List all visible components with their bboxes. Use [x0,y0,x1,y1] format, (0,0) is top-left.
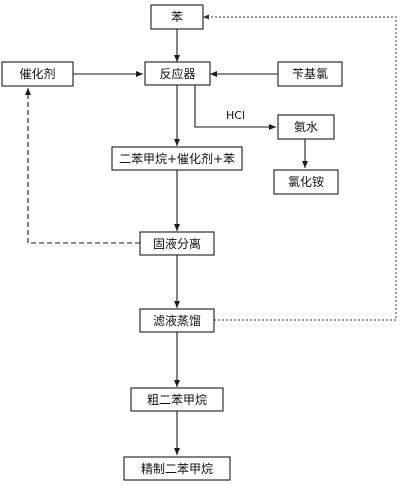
node-reactor-label: 反应器 [159,66,195,81]
edge-separation-to-catalyst-recycle [25,88,140,244]
node-filtrate-distillation: 滤液蒸馏 [139,308,215,333]
node-crude-product-label: 粗二苯甲烷 [147,393,207,407]
edges: HCl [25,14,397,455]
node-mixture-label: 二苯甲烷+催化剂+苯 [119,151,235,166]
node-benzyl-chloride-label: 苄基氯 [292,67,328,81]
node-mixture: 二苯甲烷+催化剂+苯 [111,146,243,171]
node-catalyst-label: 催化剂 [19,66,55,81]
node-catalyst: 催化剂 [1,61,74,87]
node-reactor: 反应器 [144,61,211,86]
node-ammonium-chloride: 氯化铵 [273,169,339,195]
node-refined-product-label: 精制二苯甲烷 [141,462,213,476]
node-ammonium-chloride-label: 氯化铵 [288,174,324,189]
node-benzene-label: 苯 [171,10,183,24]
edge-reactor-to-ammonia-water [194,85,276,130]
node-ammonia-water-label: 氨水 [294,120,318,134]
node-solid-liquid-separation: 固液分离 [139,231,215,256]
hcl-edge-label: HCl [226,109,245,122]
node-ammonia-water: 氨水 [277,114,335,140]
node-filtrate-distillation-label: 滤液蒸馏 [153,313,201,328]
node-solid-liquid-separation-label: 固液分离 [153,236,201,251]
node-benzene: 苯 [150,4,204,30]
node-crude-product: 粗二苯甲烷 [130,387,224,412]
node-refined-product: 精制二苯甲烷 [123,456,231,481]
node-benzyl-chloride: 苄基氯 [277,61,343,87]
edge-distillation-to-benzene-recycle [203,14,397,321]
